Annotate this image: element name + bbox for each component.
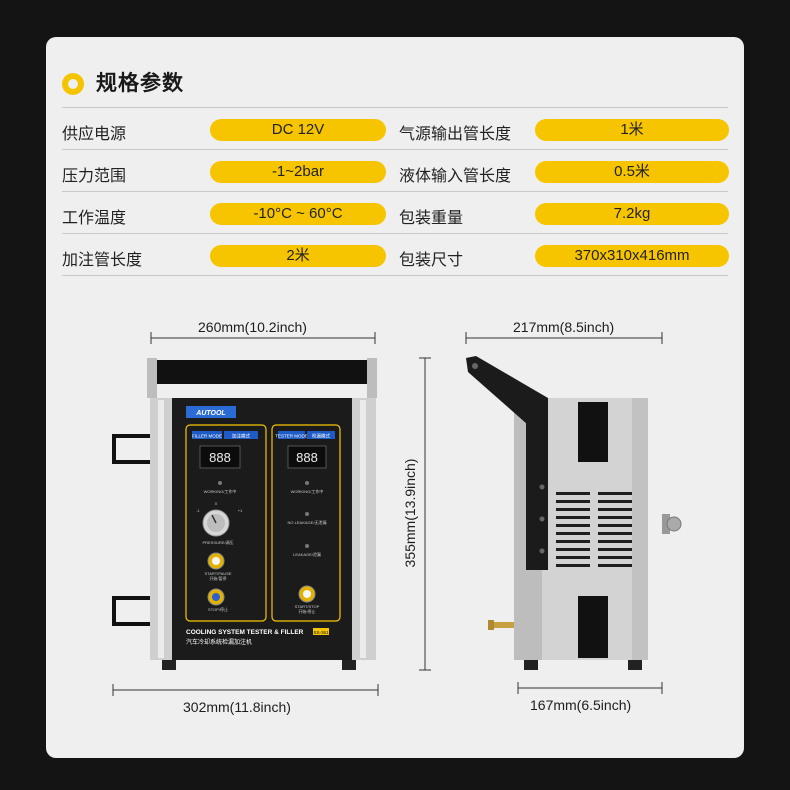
spec-value: 0.5米	[535, 161, 729, 183]
spec-value: -10°C ~ 60°C	[210, 203, 386, 225]
side-width-bottom-label: 167mm(6.5inch)	[530, 697, 632, 713]
spec-value: 7.2kg	[535, 203, 729, 225]
spec-label: 加注管长度	[62, 250, 143, 269]
spec-value: -1~2bar	[210, 161, 386, 183]
spec-label: 压力范围	[62, 166, 127, 185]
front-width-bottom-label: 302mm(11.8inch)	[183, 699, 291, 715]
divider	[62, 275, 728, 276]
spec-value: 1米	[535, 119, 729, 141]
section-title: 规格参数	[96, 71, 184, 95]
spec-card: 规格参数 供应电源 DC 12V 气源输出管长度 1米 压力范围 -1~2bar…	[46, 37, 744, 758]
spec-label: 气源输出管长度	[399, 124, 512, 143]
spec-label: 包装尺寸	[399, 250, 464, 269]
bullet-icon	[62, 73, 84, 95]
divider	[62, 191, 728, 192]
spec-label: 包装重量	[399, 208, 464, 227]
spec-label: 液体输入管长度	[399, 166, 512, 185]
spec-value: 2米	[210, 245, 386, 267]
divider	[62, 149, 728, 150]
front-width-top-label: 260mm(10.2inch)	[198, 319, 307, 335]
side-width-top-label: 217mm(8.5inch)	[513, 319, 615, 335]
spec-value: 370x310x416mm	[535, 245, 729, 267]
spec-label: 供应电源	[62, 124, 127, 143]
height-label: 355mm(13.9inch)	[402, 458, 418, 568]
spec-value: DC 12V	[210, 119, 386, 141]
divider	[62, 233, 728, 234]
spec-label: 工作温度	[62, 208, 127, 227]
divider	[62, 107, 728, 108]
